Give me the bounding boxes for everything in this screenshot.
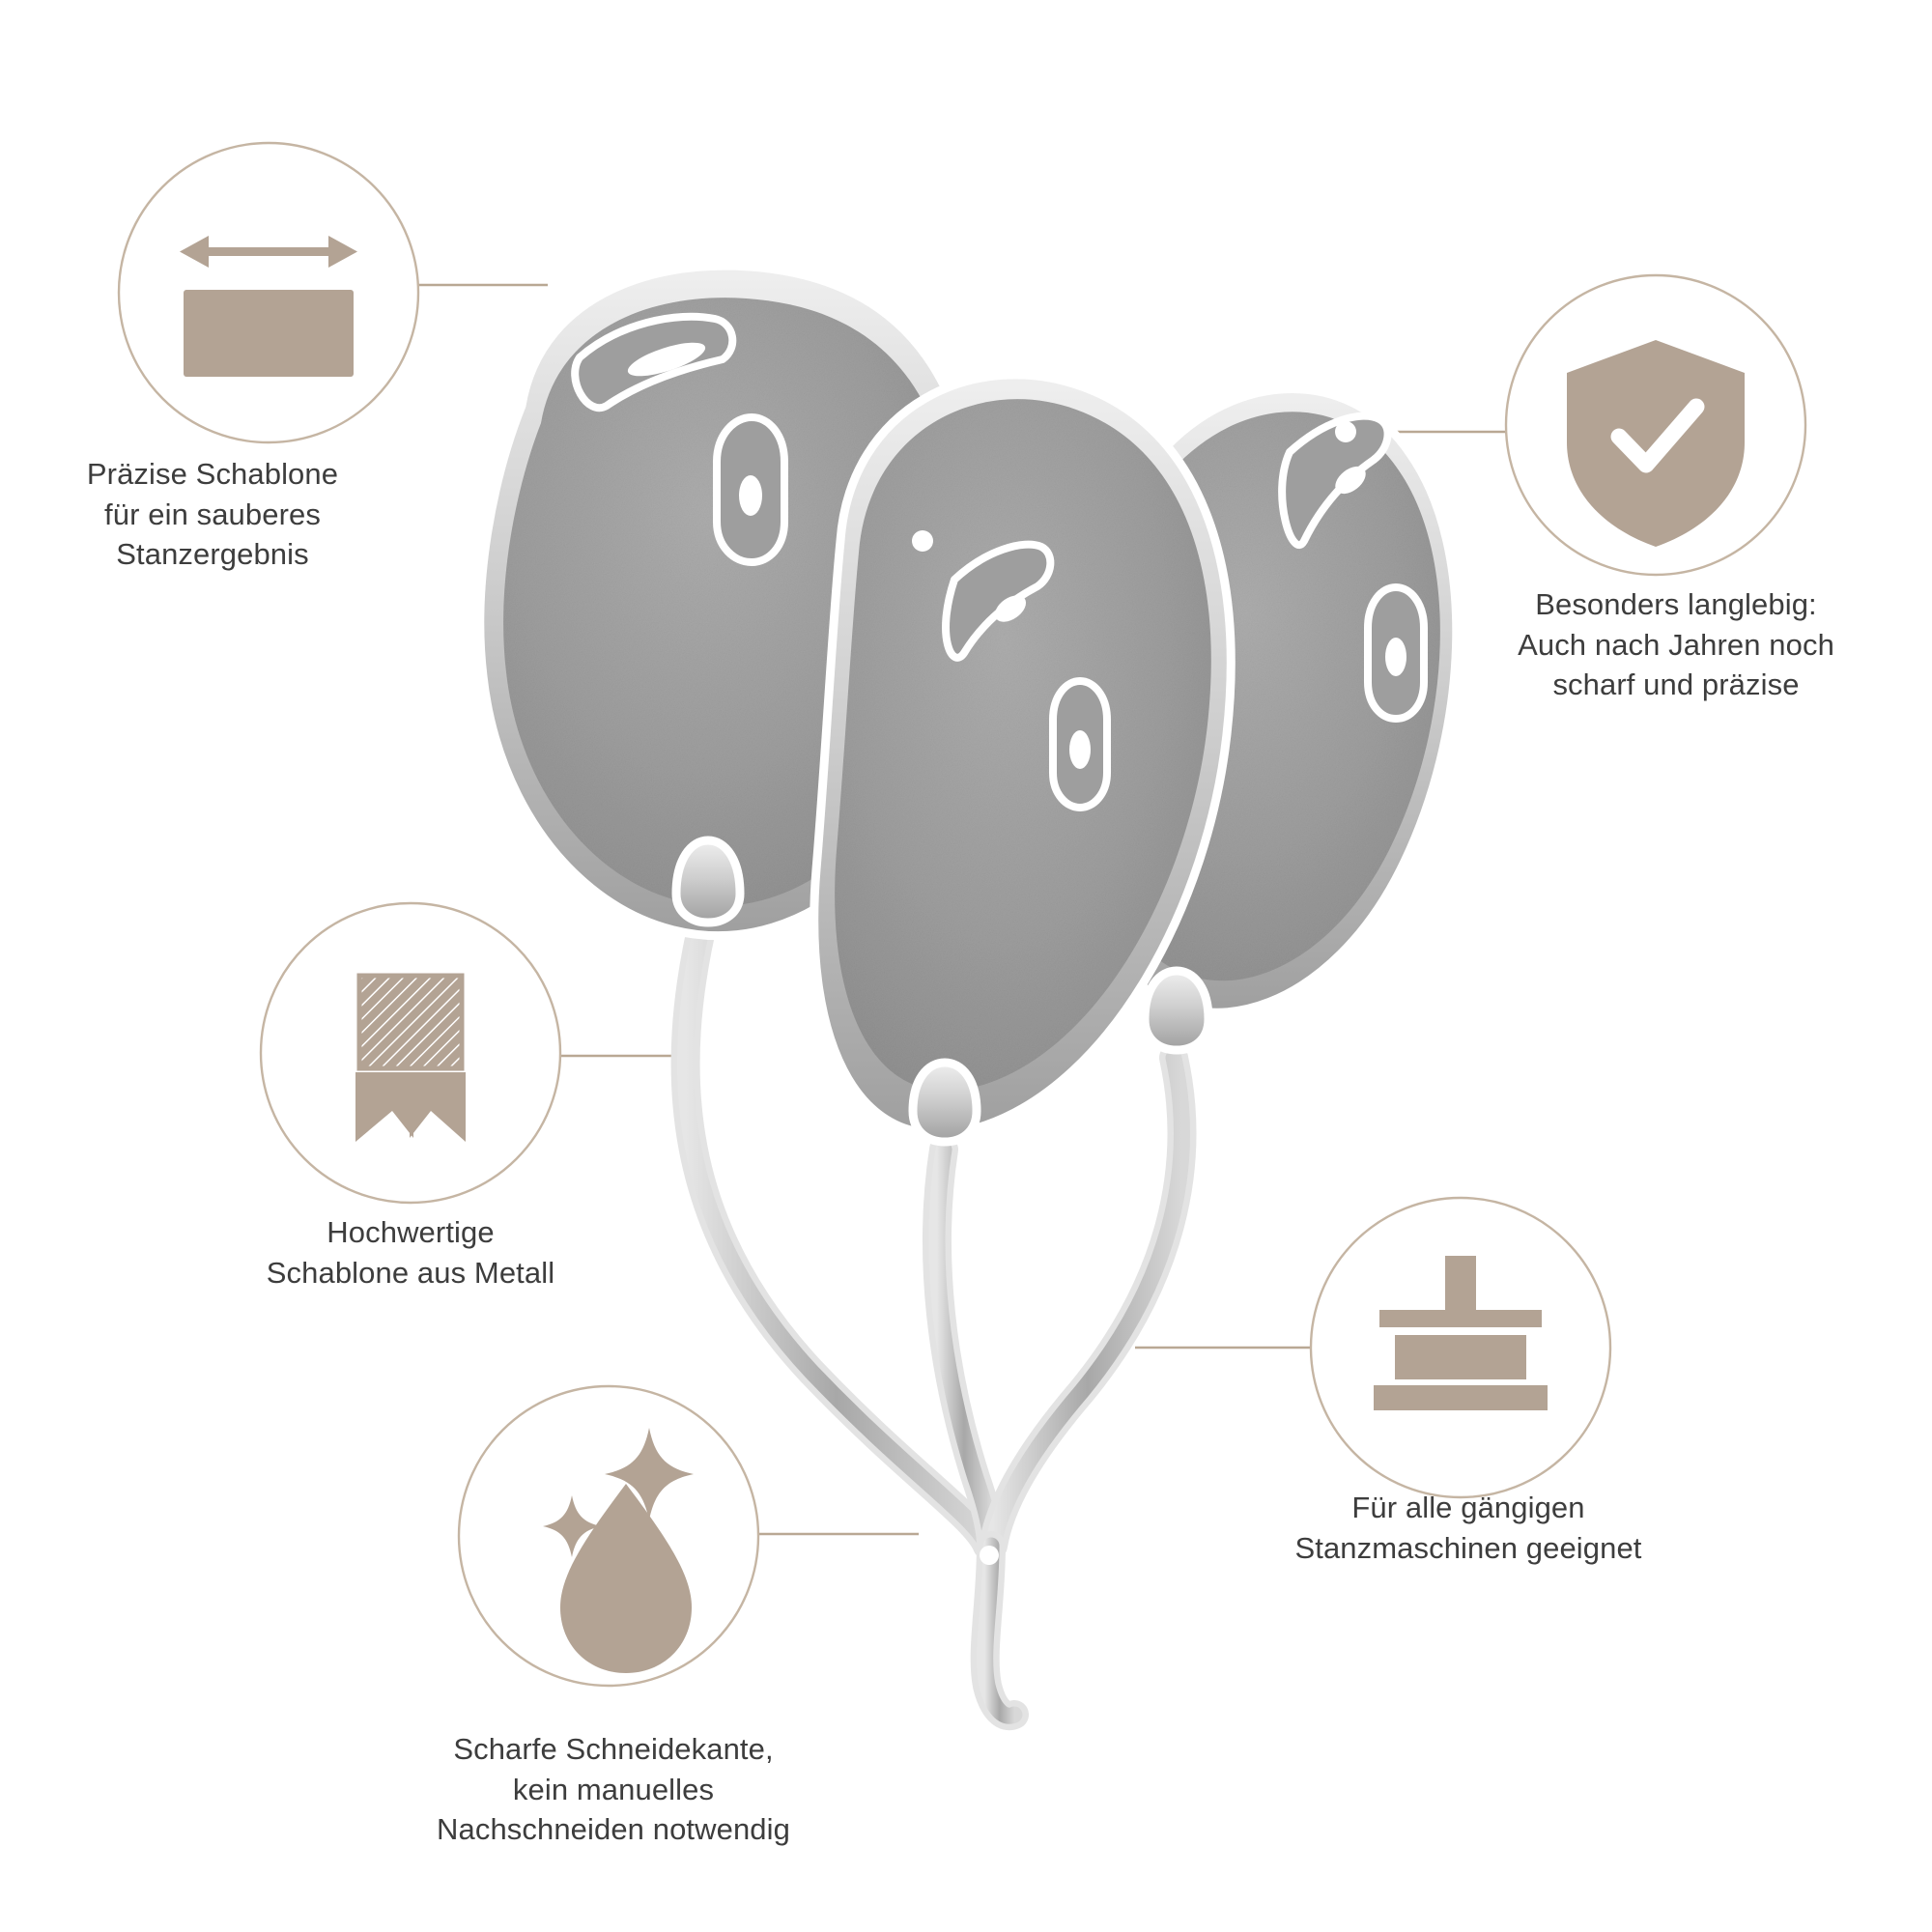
callout-label-scharfe-schneidekante: Scharfe Schneidekante, kein manuelles Na… [437,1732,790,1847]
die-cutting-press-icon [1374,1256,1548,1410]
shield-check-icon [1567,340,1745,547]
balloon-knots [671,836,1213,1147]
balloon-middle [810,370,1236,1139]
width-arrow-rectangle-icon [180,236,357,377]
callout-stanzmaschinen [1309,1196,1612,1499]
balloon-register-dots [512,277,1356,1565]
balloon-slot-highlights [627,342,1406,769]
callout-label-praezise-schablone: Präzise Schablone für ein sauberes Stanz… [86,457,339,572]
callout-langlebig [1504,273,1807,577]
sparkle-droplet-icon [543,1428,694,1673]
callout-praezise-schablone [117,141,420,444]
callout-label-langlebig: Besonders langlebig: Auch nach Jahren no… [1518,587,1834,702]
balloon-die [475,261,1462,1731]
callout-label-stanzmaschinen: Für alle gängigen Stanzmaschinen geeigne… [1294,1491,1642,1565]
callout-label-hochwertige-schablone: Hochwertige Schablone aus Metall [266,1215,555,1290]
balloon-strings [670,898,1197,1731]
callout-circles [117,141,1807,1688]
quality-badge-icon [355,973,466,1142]
callout-scharfe-schneidekante [457,1384,760,1688]
callout-hochwertige-schablone [259,901,562,1205]
